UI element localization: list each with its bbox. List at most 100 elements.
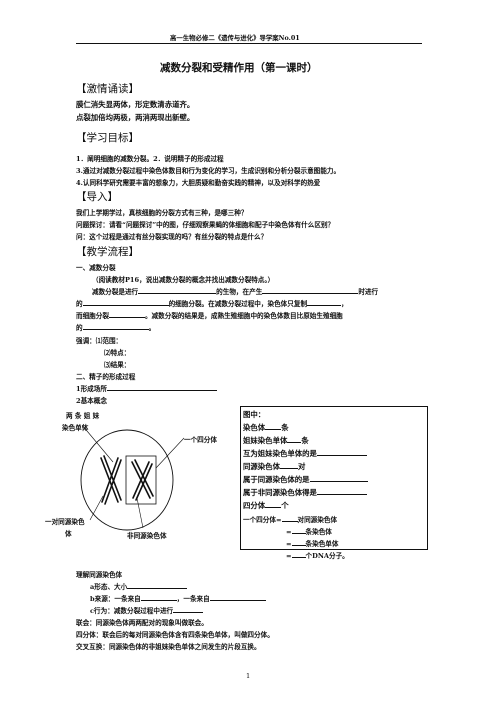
box-row-sister-chromatids: 姐妹染色单体条 xyxy=(243,435,309,446)
box-text: 条 xyxy=(281,423,289,432)
blank[interactable] xyxy=(291,538,306,546)
understand-heading: 理解同源染色体 xyxy=(76,571,123,579)
box-text: = xyxy=(286,540,292,548)
blank[interactable] xyxy=(138,286,217,294)
box-row-chromosomes: 染色体 条 xyxy=(243,422,289,433)
blank[interactable] xyxy=(262,286,359,294)
understand-behavior: c行为：减数分裂过程中进行 xyxy=(90,605,204,615)
chromosome-pair-b xyxy=(131,459,154,501)
definition-line-1: 减数分裂是进行的生物，在产生时进行 xyxy=(92,286,378,296)
section-inspire: 【激情诵读】 xyxy=(76,83,139,95)
box-text: 同源染色体 xyxy=(243,462,280,471)
blank[interactable] xyxy=(307,298,342,306)
definition-line-4: 的。 xyxy=(76,322,155,332)
section-goals: 【学习目标】 xyxy=(76,132,139,144)
label-chromatids: 染色单体 xyxy=(62,424,89,432)
blank[interactable] xyxy=(291,550,306,558)
header-rule xyxy=(76,43,422,44)
box-text: 条染色体 xyxy=(305,528,332,536)
blank[interactable] xyxy=(82,322,149,330)
emphasis-feature: ⑵特点： xyxy=(104,349,131,357)
definition-text: ， xyxy=(341,300,348,308)
understand-shape: a形态、大小 xyxy=(90,581,188,591)
label-homologous-pair-end: 体 xyxy=(65,530,72,538)
formation-site: 1形成场所 xyxy=(76,383,217,393)
blank[interactable] xyxy=(291,526,306,534)
box-row-sister-pairs: 互为姐妹染色单体的是 xyxy=(243,448,367,459)
box-text: 属于同源染色体的是 xyxy=(243,475,310,484)
box-row-dna-equals: =个DNA分子。 xyxy=(286,550,349,560)
understand-text: ，一条来自 xyxy=(176,595,210,603)
blank[interactable] xyxy=(316,487,367,495)
box-text: 个DNA分子。 xyxy=(305,552,349,560)
intro-line-1: 我们上学期学过，真核细胞的分裂方式有三种，是哪三种？ xyxy=(76,209,248,217)
definition-text: 的 xyxy=(76,300,83,308)
emphasis-result: ⑶结果： xyxy=(104,361,131,369)
poem-line-1: 膜仁消失显两体，形定数清赤道齐。 xyxy=(76,100,195,109)
definition-text: 而细胞分裂 xyxy=(76,312,109,320)
emphasis-scope: 强调：⑴范围： xyxy=(76,337,123,345)
section-process: 【教学流程】 xyxy=(76,246,139,258)
definition-text: 。 xyxy=(148,324,156,332)
tetrad-pointer xyxy=(155,437,185,469)
definition-text: 的 xyxy=(76,324,83,332)
blank[interactable] xyxy=(106,383,217,391)
blank[interactable] xyxy=(127,581,188,589)
box-title: 图中： xyxy=(243,410,266,419)
blank[interactable] xyxy=(287,435,302,443)
term-crossing-over: 交叉互换：同源染色体的非姐妹染色单体之间发生的片段互换。 xyxy=(76,643,261,651)
understand-origin: b来源：一条来自，一条来自 xyxy=(90,593,266,603)
goal-line-1: 1．阐明细胞的减数分裂。2．说明精子的形成过程 xyxy=(76,155,224,163)
poem-line-2: 点裂加倍均两极，两消两现出新壁。 xyxy=(76,113,195,122)
figure-question-box xyxy=(240,406,428,550)
definition-text: 。减数分裂的结果是，成熟生殖细胞中的染色体数目比原始生殖细胞 xyxy=(144,312,343,320)
box-row-chromosome-equals: = 条染色体 xyxy=(286,526,332,536)
blank[interactable] xyxy=(82,298,169,306)
intro-line-3: 问：这个过程是通过有丝分裂实现的吗？有丝分裂的特点是什么？ xyxy=(76,233,268,241)
term-synapsis: 联会：同源染色体两两配对的现象叫做联会。 xyxy=(76,619,208,627)
box-text: 姐妹染色单体 xyxy=(243,436,288,445)
intro-line-2: 问题探讨：请看“问题探讨”中的图，仔细观察果蝇的体细胞和配子中染色体有什么区别？ xyxy=(76,221,335,229)
homolog-pointer xyxy=(89,495,104,521)
understand-text: a形态、大小 xyxy=(90,583,128,591)
blank[interactable] xyxy=(281,514,298,522)
blank[interactable] xyxy=(265,422,282,430)
box-text: 互为姐妹染色单体的是 xyxy=(243,449,317,458)
section-intro: 【导入】 xyxy=(76,191,118,203)
box-row-homologs: 属于同源染色体的是 xyxy=(243,474,368,485)
understand-text: c行为：减数分裂过程中进行 xyxy=(90,607,174,615)
box-text: 对 xyxy=(297,462,306,471)
basic-concepts: 2基本概念 xyxy=(76,397,107,405)
box-text: 个 xyxy=(281,501,289,510)
box-text: 一个四分体= xyxy=(243,516,282,524)
definition-text: 减数分裂是进行 xyxy=(92,288,139,296)
term-tetrad: 四分体：联会后的每对同源染色体含有四条染色单体，叫做四分体。 xyxy=(76,631,274,639)
blank[interactable] xyxy=(108,310,145,318)
blank[interactable] xyxy=(140,593,177,601)
blank[interactable] xyxy=(309,474,368,482)
box-text: 四分体 xyxy=(243,501,266,510)
blank[interactable] xyxy=(173,605,204,613)
definition-text: 时进行 xyxy=(358,288,379,296)
box-row-tetrad-count: 四分体 个 xyxy=(243,500,289,511)
goal-line-3: 4.认同科学研究需要丰富的想象力，大胆质疑和勤奋实践的精神，以及对科学的热爱 xyxy=(76,179,321,187)
page-title: 减数分裂和受精作用（第一课时） xyxy=(160,62,318,74)
blank[interactable] xyxy=(316,448,367,456)
cell-outline xyxy=(80,429,174,531)
box-text: 属于非同源染色体得是 xyxy=(243,488,317,497)
box-text: 染色体 xyxy=(243,423,266,432)
blank[interactable] xyxy=(209,593,266,601)
formation-site-label: 1形成场所 xyxy=(76,385,107,393)
page-header: 高一生物必修二《遗传与进化》导学案No.01 xyxy=(170,34,300,42)
label-two-sister: 两 条 姐 妹 xyxy=(66,412,100,420)
label-nonhomologous: 非同源染色体 xyxy=(127,532,167,540)
part1-instruction: （阅读教材P16，说出减数分裂的概念并找出减数分裂特点。） xyxy=(92,276,275,284)
definition-line-2: 的的细胞分裂。在减数分裂过程中，染色体只复制， xyxy=(76,298,348,308)
box-row-nonhomologs: 属于非同源染色体得是 xyxy=(243,487,367,498)
chromosome-pair-a xyxy=(100,455,122,505)
box-row-tetrad-equals: 一个四分体=对同源染色体 xyxy=(243,514,337,524)
box-text: = xyxy=(286,528,292,536)
blank[interactable] xyxy=(279,461,298,469)
blank[interactable] xyxy=(265,500,282,508)
box-row-chromatid-equals: =条染色单体 xyxy=(286,538,339,548)
